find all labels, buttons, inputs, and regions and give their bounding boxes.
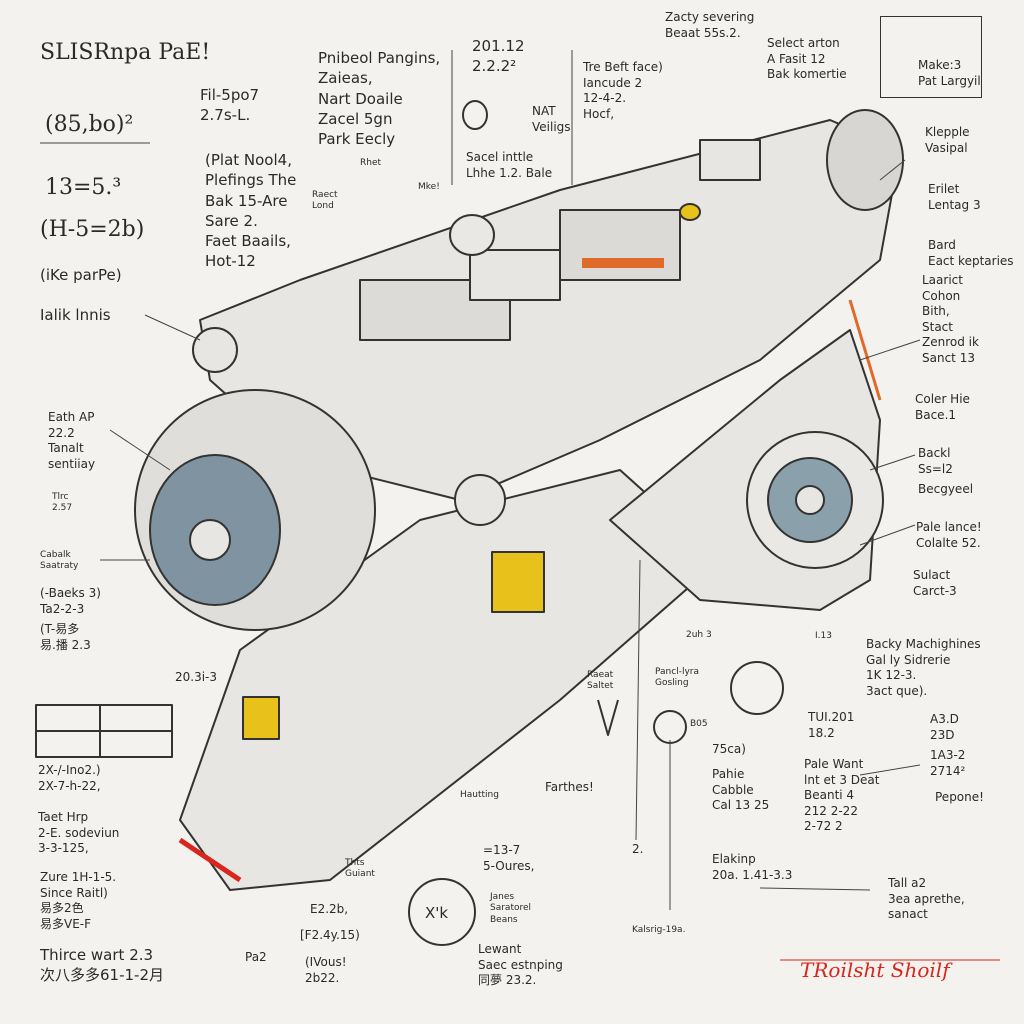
note: 20.3i-3 — [175, 670, 218, 684]
note: X'k — [425, 904, 449, 922]
formula-note: (85,bo)² — [45, 112, 134, 137]
note: Pale Want lnt et 3 Deat Beanti 4 212 2-2… — [804, 757, 880, 834]
note: (iKe parPe) — [40, 266, 122, 284]
note: Lewant Saec estnping 同夢 23.2. — [478, 942, 563, 988]
note: E2.2b, — [310, 902, 349, 916]
note: Pale lance! Colalte 52. — [916, 520, 982, 550]
note: Laarict Cohon Bith, Stact Zenrod ik Sanc… — [922, 273, 979, 365]
note: Make:3 Pat Largyil — [918, 58, 981, 88]
note: Rhet — [360, 158, 382, 168]
note: Pepone! — [935, 790, 984, 804]
note: 2. — [632, 842, 644, 856]
note: Klepple Vasipal — [925, 125, 970, 155]
note: Thts Guiant — [345, 858, 375, 880]
note: Becgyeel — [918, 482, 974, 496]
note: Sulact Carct-3 — [913, 568, 957, 598]
note: Ialik lnnis — [40, 306, 111, 324]
note: Bard Eact keptaries — [928, 238, 1014, 268]
note: Farthes! — [545, 780, 594, 794]
note: Mke! — [418, 182, 440, 192]
note: B05 — [690, 719, 708, 729]
note: (T-易多 易.播 2.3 — [40, 622, 91, 652]
note: Sacel inttle Lhhe 1.2. Bale — [466, 150, 553, 180]
note: Eath AP 22.2 Tanalt sentiiay — [48, 410, 96, 471]
formula-note: (H-5=2b) — [40, 217, 145, 242]
note: Raeat Saltet — [587, 670, 614, 692]
note: Tre Beft face) Iancude 2 12-4-2. Hocf, — [583, 60, 663, 121]
note: Cabalk Saatraty — [40, 550, 79, 572]
note: Pahie Cabble Cal 13 25 — [712, 767, 770, 813]
note: (IVous! 2b22. — [305, 955, 347, 985]
note: Coler Hie Bace.1 — [915, 392, 970, 422]
note: Erilet Lentag 3 — [928, 182, 981, 212]
note: (Plat Nool4, Plefings The Bak 15-Are Sar… — [205, 151, 297, 271]
note: Backy Machighines Gal ly Sidrerie 1K 12-… — [866, 637, 981, 698]
note: 75ca) — [712, 742, 746, 756]
note: 2uh 3 — [686, 630, 712, 640]
note: Zure 1H-1-5. Since Raitl) 易多2色 易多VE-F — [40, 870, 117, 931]
note: Hautting — [460, 790, 499, 800]
note: (-Baeks 3) Ta2-2-3 — [40, 586, 101, 616]
note: I.13 — [815, 631, 832, 641]
note: Fil-5po7 2.7s-L. — [200, 86, 260, 125]
note: A3.D 23D — [930, 712, 959, 742]
formula-note: 13=5.³ — [45, 175, 122, 200]
note: Zacty severing Beaat 55s.2. — [665, 10, 755, 40]
note: Tlrc 2.57 — [52, 492, 73, 514]
note: 2X-/-Ino2.) 2X-7-h-22, — [38, 763, 101, 793]
note: NAT Veiligs — [532, 104, 571, 134]
note: =13-7 5-Oures, — [483, 843, 535, 873]
note: Pa2 — [245, 950, 267, 964]
note: 201.12 2.2.2² — [472, 37, 525, 76]
note: Taet Hrp 2-E. sodeviun 3-3-125, — [38, 810, 120, 856]
note: Kalsrig-19a. — [632, 925, 686, 935]
artist-signature: TRoilsht Shoilf — [800, 958, 950, 982]
note: Raect Lond — [312, 190, 338, 212]
note: Pancl-lyra Gosling — [655, 667, 699, 689]
note: Select arton A Fasit 12 Bak komertie — [767, 36, 847, 82]
note: Pnibeol Pangins, Zaieas, Nart Doaile Zac… — [318, 49, 441, 148]
note: Tall a2 3ea aprethe, sanact — [888, 876, 965, 922]
note: Backl Ss=l2 — [918, 446, 953, 476]
note: [F2.4y.15) — [300, 928, 360, 942]
note: Janes Saratorel Beans — [490, 892, 532, 925]
note: 1A3-2 2714² — [930, 748, 966, 778]
note: TUI.201 18.2 — [808, 710, 855, 740]
ship-engine-block — [559, 209, 681, 281]
note: Elakinp 20a. 1.41-3.3 — [712, 852, 793, 882]
sheet-title: SLISRnpa PaE! — [40, 40, 211, 65]
note: Thirce wart 2.3 次八多多61-1-2月 — [40, 946, 164, 985]
title-block — [880, 16, 982, 98]
